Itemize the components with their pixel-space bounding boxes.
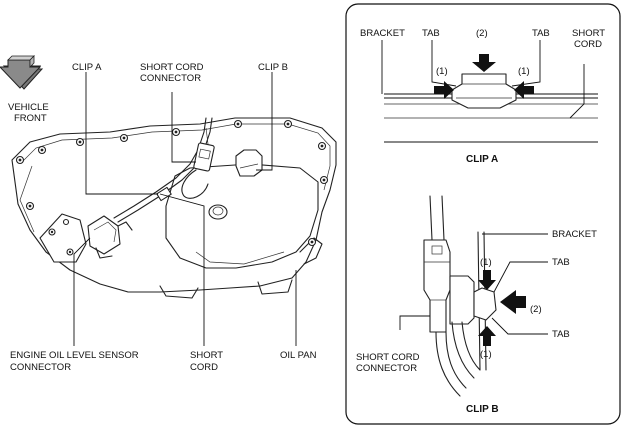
clip-a-label-tab-left: TAB — [422, 28, 440, 39]
clip-a-arrow-2-icon — [472, 54, 496, 72]
clip-a-arrow-1-left-icon — [434, 81, 454, 99]
clip-b-label-short-cord-connector-1: SHORT CORD — [356, 352, 420, 363]
oil-pan-body — [11, 117, 337, 293]
label-clip-b: CLIP B — [258, 62, 288, 73]
label-vehicle-front-1: VEHICLE — [8, 102, 49, 113]
engine-oil-level-sensor-connector-part — [39, 213, 133, 263]
label-short-cord-connector-1: SHORT CORD — [140, 62, 204, 73]
clip-b-label-step-2: (2) — [530, 304, 542, 315]
clip-b-label-step-1-bottom: (1) — [480, 349, 492, 360]
clip-a-label-short-cord-2: CORD — [574, 39, 602, 50]
clip-b-detail: BRACKET (1) TAB (2) TAB (1) SHORT CORD C… — [356, 195, 597, 415]
detail-panel: BRACKET TAB (2) TAB SHORT CORD (1) (1) C… — [345, 3, 621, 425]
clip-a-label-step-1-right: (1) — [518, 66, 530, 77]
label-short-cord-connector-2: CONNECTOR — [140, 73, 201, 84]
clip-b-label-step-1-top: (1) — [480, 257, 492, 268]
short-cord-connector-part — [193, 127, 215, 172]
clip-b-caption: CLIP B — [466, 404, 499, 415]
clip-b-arrow-2-icon — [500, 290, 526, 314]
label-oil-pan: OIL PAN — [280, 350, 317, 361]
clip-b-label-short-cord-connector-2: CONNECTOR — [356, 363, 417, 374]
label-engine-oil-2: CONNECTOR — [10, 362, 71, 373]
clip-a-label-short-cord-1: SHORT — [572, 28, 605, 39]
clip-a-caption: CLIP A — [466, 154, 498, 165]
leader-lines-left — [73, 72, 297, 346]
label-short-cord-1: SHORT — [190, 350, 223, 361]
clip-a-label-tab-right: TAB — [532, 28, 550, 39]
label-clip-a: CLIP A — [72, 62, 102, 73]
label-vehicle-front-2: FRONT — [14, 113, 47, 124]
clip-a-label-step-1-left: (1) — [436, 66, 448, 77]
label-short-cord-2: CORD — [190, 362, 218, 373]
clip-a-arrow-1-right-icon — [514, 81, 534, 99]
clip-b-arrow-1-bottom-icon — [478, 326, 496, 346]
clip-a-detail: BRACKET TAB (2) TAB SHORT CORD (1) (1) C… — [360, 28, 605, 165]
clip-b-label-bracket: BRACKET — [552, 229, 597, 240]
oil-pan-illustration: VEHICLE FRONT CLIP A SHORT CORD CONNECTO… — [0, 55, 337, 373]
clip-b-label-tab-bottom: TAB — [552, 329, 570, 340]
vehicle-front-arrow-icon — [0, 55, 44, 90]
clip-b-arrow-1-top-icon — [478, 270, 496, 290]
clip-a-label-step-2: (2) — [476, 28, 488, 39]
clip-b-label-tab-top: TAB — [552, 257, 570, 268]
clip-a-label-bracket: BRACKET — [360, 28, 405, 39]
label-engine-oil-1: ENGINE OIL LEVEL SENSOR — [10, 350, 139, 361]
